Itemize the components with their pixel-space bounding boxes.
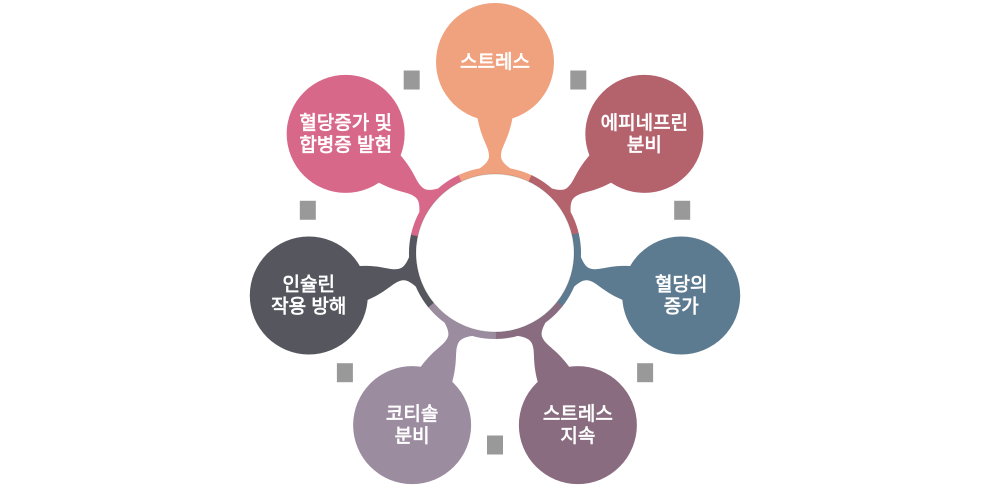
node-label-insulin-action-interference-line-2: 작용 방해 <box>271 296 346 318</box>
node-blood-sugar-increase <box>622 236 741 355</box>
node-insulin-action-interference <box>249 236 368 355</box>
connector-square-6 <box>299 200 316 220</box>
stress-connector <box>474 115 516 173</box>
insulin-action-interference-connector <box>356 250 422 302</box>
center-ring-segment-stress <box>456 167 534 183</box>
connector-square-7 <box>403 70 420 90</box>
connector-square-5 <box>336 363 353 383</box>
connector-square-2 <box>674 200 691 220</box>
node-stress-persistence <box>518 366 637 485</box>
node-label-hyperglycemia-complications-line-2: 합병증 발현 <box>299 134 392 156</box>
node-label-hyperglycemia-complications-line-1: 혈당증가 및 <box>299 111 392 134</box>
connector-square-3 <box>637 363 654 383</box>
node-label-stress-persistence-line-2: 지속 <box>560 425 595 447</box>
node-stress <box>436 3 554 121</box>
center-ring-segment-blood-sugar-increase <box>556 232 581 308</box>
center-ring-segment-insulin-action-interference <box>409 232 434 308</box>
center-ring-segment-epinephrine-secretion <box>528 175 580 237</box>
center-ring-segment-stress-persistence <box>494 301 563 339</box>
node-hyperglycemia-complications <box>286 74 405 193</box>
node-label-insulin-action-interference-line-1: 인슐린 <box>283 274 335 296</box>
node-label-stress-persistence-line-1: 스트레스 <box>543 403 613 425</box>
node-label-stress-line-1: 스트레스 <box>460 51 530 73</box>
center-circle <box>415 173 575 333</box>
connector-square-1 <box>570 70 587 90</box>
center-ring-segment-cortisol-secretion <box>427 301 496 339</box>
center-ring-segment-hyperglycemia-complications <box>410 175 462 237</box>
node-label-cortisol-secretion-line-2: 분비 <box>395 425 430 447</box>
connector-square-4 <box>487 435 503 455</box>
node-label-epinephrine-secretion-line-1: 에피네프린 <box>601 112 688 134</box>
node-label-blood-sugar-increase-line-1: 혈당의 <box>655 273 707 296</box>
node-label-epinephrine-secretion-line-2: 분비 <box>627 134 662 156</box>
blood-sugar-increase-connector <box>568 250 634 302</box>
node-label-cortisol-secretion-line-1: 코티솔 <box>386 403 438 425</box>
node-label-blood-sugar-increase-line-2: 증가 <box>664 296 699 318</box>
node-cortisol-secretion <box>353 366 472 485</box>
node-epinephrine-secretion <box>585 74 704 193</box>
